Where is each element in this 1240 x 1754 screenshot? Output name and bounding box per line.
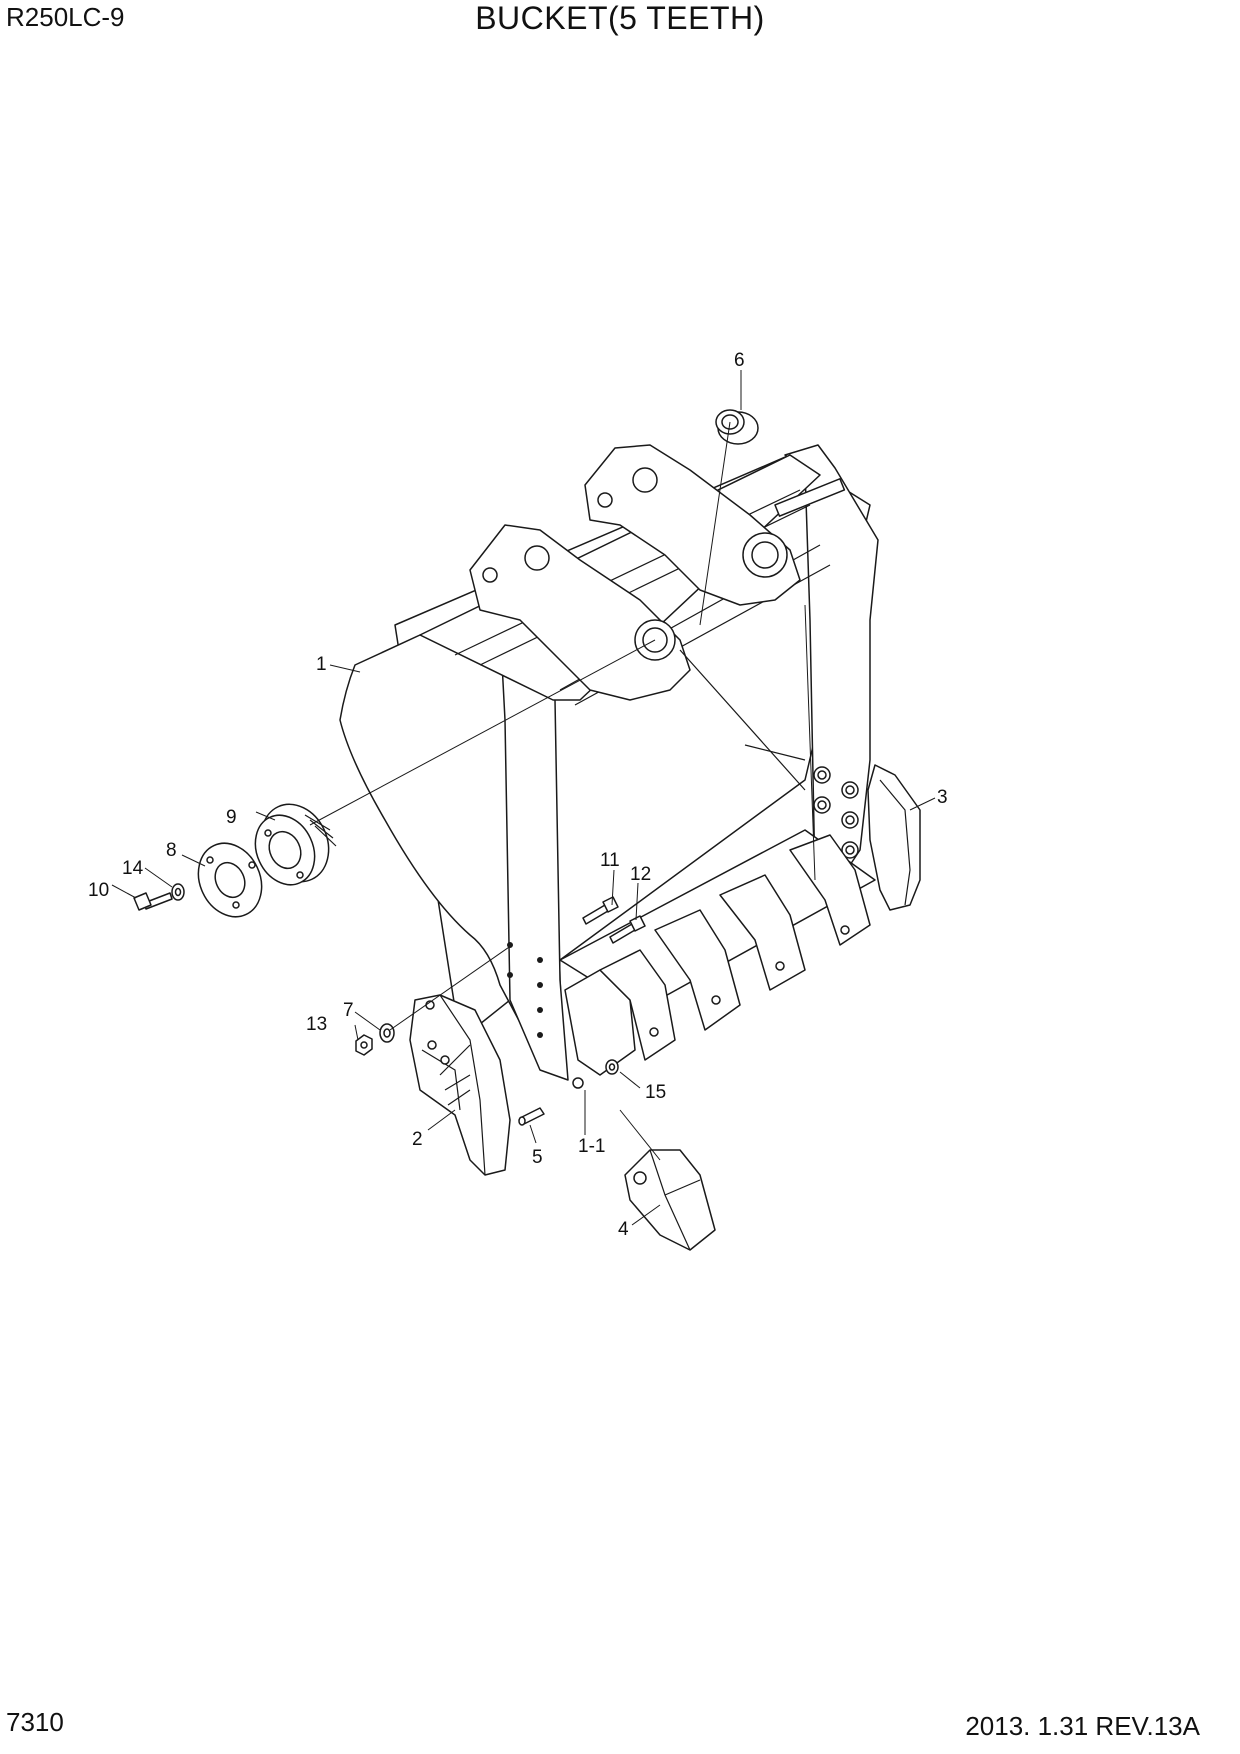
tooth-pin xyxy=(518,1107,545,1126)
side-plate-hole xyxy=(537,1032,543,1038)
side-plate-hole xyxy=(537,982,543,988)
callout-labels: 1 1-1 2 3 4 5 6 7 8 9 10 11 12 13 14 15 xyxy=(88,350,948,1240)
callout-13: 13 xyxy=(306,1014,327,1035)
callout-15: 15 xyxy=(645,1082,666,1103)
hinge-pin-hole xyxy=(632,467,658,493)
bucket-tooth xyxy=(624,1149,716,1251)
hinge-pin-hole xyxy=(524,545,550,571)
spring-washer-14 xyxy=(171,883,185,901)
callout-9: 9 xyxy=(226,807,237,828)
callout-8: 8 xyxy=(166,840,177,861)
callout-10: 10 xyxy=(88,880,109,901)
callout-1: 1 xyxy=(316,654,327,675)
callout-14: 14 xyxy=(122,858,144,879)
nut-15 xyxy=(605,1059,619,1075)
bushing xyxy=(715,409,759,445)
bolt-11 xyxy=(582,896,619,925)
callout-7: 7 xyxy=(343,1000,354,1021)
assembly-center-lines xyxy=(309,421,816,1161)
hinge-pin-hole xyxy=(597,492,613,508)
revision-date: 2013. 1.31 REV.13A xyxy=(965,1711,1200,1741)
crossbar-slot xyxy=(774,478,846,517)
bolt-12 xyxy=(609,915,646,944)
callout-3: 3 xyxy=(937,787,948,808)
model-number: R250LC-9 xyxy=(6,2,125,32)
bucket-right-side-plate xyxy=(784,444,879,881)
side-plate-hole xyxy=(507,972,513,978)
callout-11: 11 xyxy=(600,850,620,871)
washer-7 xyxy=(379,1023,395,1043)
callout-6: 6 xyxy=(734,350,745,371)
bolt-10 xyxy=(133,892,173,911)
hinge-pin-hole xyxy=(751,541,779,569)
callout-12: 12 xyxy=(630,864,651,885)
side-cutter-left xyxy=(409,994,511,1176)
callout-2: 2 xyxy=(412,1129,423,1150)
hinge-pin-hole xyxy=(482,567,498,583)
callout-4: 4 xyxy=(618,1219,629,1240)
bucket-left-wear-strip xyxy=(499,624,569,1081)
hinge-bracket-left xyxy=(469,524,691,701)
retainer-plate xyxy=(197,842,263,918)
side-plate-hole xyxy=(537,957,543,963)
nut-13 xyxy=(355,1034,373,1056)
tooth-adapters xyxy=(564,834,871,1089)
callout-5: 5 xyxy=(532,1147,543,1168)
bucket-body xyxy=(339,444,879,1089)
page-number: 7310 xyxy=(6,1707,64,1737)
side-plate-hole xyxy=(537,1007,543,1013)
side-plate-hole xyxy=(507,942,513,948)
leader-lines xyxy=(111,370,936,1226)
page-title: BUCKET(5 TEETH) xyxy=(475,0,765,36)
right-side-bolt-group xyxy=(813,766,859,859)
side-cutter-right xyxy=(867,764,921,911)
callout-1-1: 1-1 xyxy=(578,1136,605,1157)
